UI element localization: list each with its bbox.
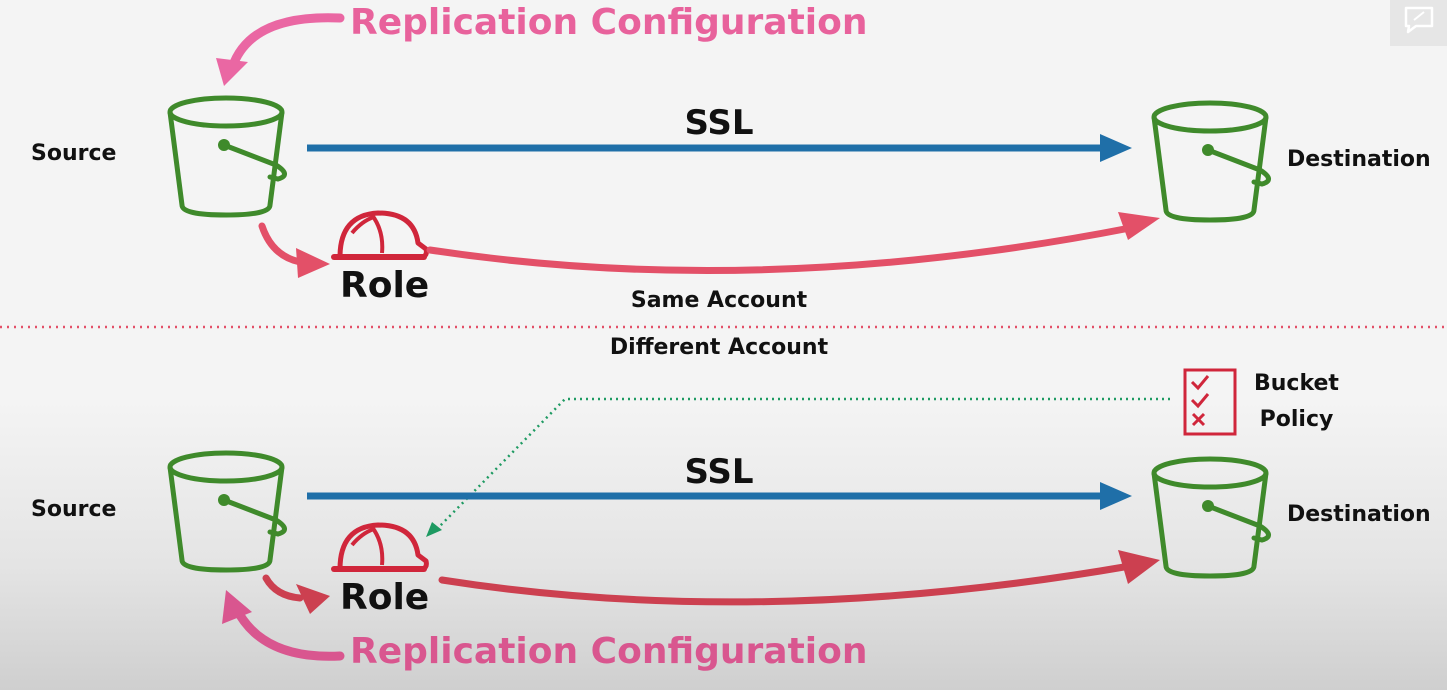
bottom-source-to-role-arrow xyxy=(262,574,330,614)
bottom-replication-configuration-label: Replication Configuration xyxy=(350,631,868,672)
top-replication-configuration-label: Replication Configuration xyxy=(350,2,868,43)
policy-link-line xyxy=(426,397,1170,537)
top-source-bucket-icon xyxy=(170,98,285,215)
top-replication-arrow xyxy=(216,13,345,86)
bottom-source-label: Source xyxy=(31,497,117,522)
top-destination-bucket-icon xyxy=(1154,103,1269,220)
bucket-policy-line-1: Bucket xyxy=(1254,371,1339,396)
top-role-label: Role xyxy=(340,265,430,306)
checklist-icon xyxy=(1183,368,1237,436)
bottom-ssl-arrow xyxy=(307,482,1132,510)
top-role-hat-icon xyxy=(334,213,426,257)
feedback-icon xyxy=(1404,6,1434,34)
bottom-role-label: Role xyxy=(340,577,430,618)
same-account-label: Same Account xyxy=(630,288,808,313)
bottom-role-to-destination-arrow xyxy=(438,550,1160,606)
bottom-destination-bucket-icon xyxy=(1154,459,1269,576)
bottom-source-bucket-icon xyxy=(170,453,285,570)
bucket-policy-line-2: Policy xyxy=(1259,407,1334,432)
top-ssl-arrow xyxy=(307,134,1132,162)
top-source-label: Source xyxy=(31,141,117,166)
bottom-role-hat-icon xyxy=(334,525,426,569)
feedback-button[interactable] xyxy=(1390,0,1447,46)
top-role-to-destination-arrow xyxy=(426,212,1160,274)
top-ssl-label: SSL xyxy=(684,103,754,143)
bottom-ssl-label: SSL xyxy=(684,452,754,492)
bucket-policy-label: Bucket Policy xyxy=(1254,366,1339,438)
bottom-replication-arrow xyxy=(222,590,345,661)
top-source-to-role-arrow xyxy=(258,222,330,278)
different-account-label: Different Account xyxy=(609,335,829,360)
top-destination-label: Destination xyxy=(1287,147,1431,172)
bottom-destination-label: Destination xyxy=(1287,502,1431,527)
